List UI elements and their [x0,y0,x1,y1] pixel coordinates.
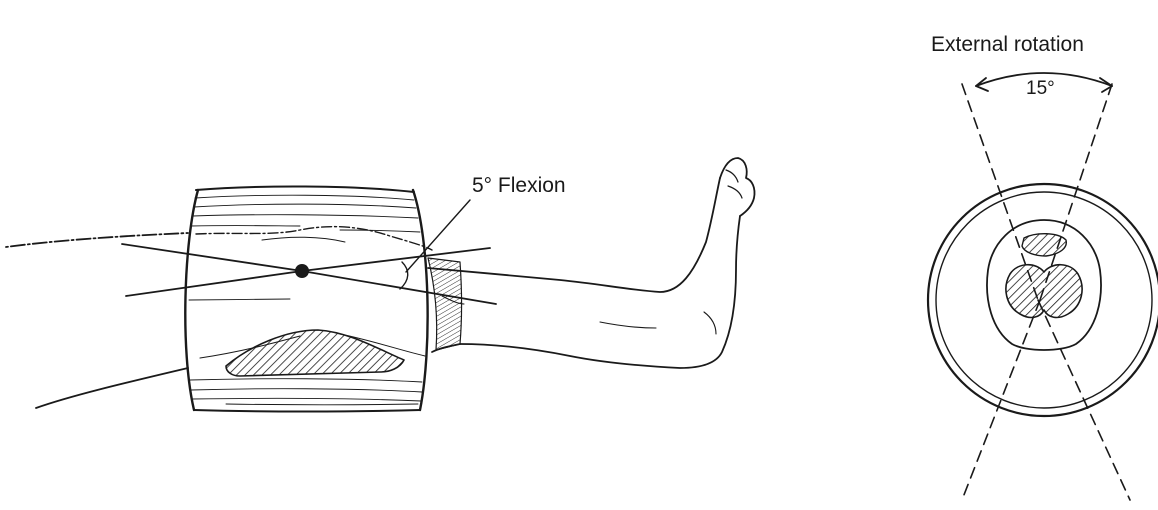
flexion-label: 5° Flexion [472,175,566,196]
thigh-outline [6,233,188,408]
cross-section-view [928,73,1158,500]
external-rotation-label: External rotation [931,34,1084,55]
cylinder-support [185,186,432,411]
calf-shading [428,258,462,350]
rotation-angle-label: 15° [1026,79,1055,98]
knee-axis-point [295,264,309,278]
